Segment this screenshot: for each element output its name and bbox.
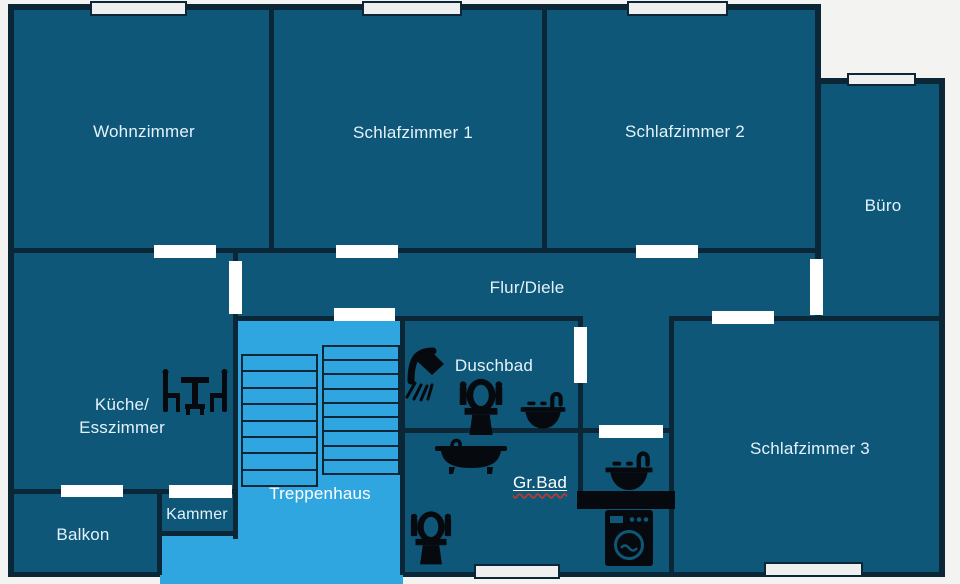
stair-step: [243, 386, 316, 403]
stair-step: [243, 468, 316, 485]
room-label-schlafzimmer2: Schlafzimmer 2: [625, 122, 745, 141]
stair-step: [324, 387, 398, 402]
window-marker-buero: [847, 73, 916, 86]
wall: [160, 531, 238, 536]
door-marker-schlafzimmer3: [712, 311, 774, 324]
sink-icon: [601, 447, 657, 492]
stair-step: [243, 419, 316, 436]
window-marker-wohnzimmer: [90, 1, 187, 16]
wall: [8, 248, 818, 253]
wall: [8, 572, 160, 577]
window-marker-schlafzimmer3: [764, 562, 863, 577]
floor-area-buero-wing: [818, 80, 943, 575]
room-label-kueche-line2: Esszimmer: [79, 418, 165, 437]
stair-flight-left: [241, 354, 318, 487]
room-label-grbad-text: Gr.Bad: [512, 473, 568, 492]
room-label-schlafzimmer3: Schlafzimmer 3: [750, 439, 870, 458]
room-label-kammer: Kammer: [166, 506, 228, 523]
toilet-icon: [458, 377, 504, 435]
sink-icon: [517, 386, 569, 432]
stair-step: [243, 356, 316, 370]
door-marker-schlafzimmer2: [636, 245, 698, 258]
door-marker-wohnzimmer-kueche: [154, 245, 216, 258]
wall: [8, 4, 14, 577]
window-marker-grbad: [474, 564, 560, 579]
shower-icon: [401, 341, 451, 403]
wall: [669, 316, 674, 577]
window-marker-schlafzimmer1: [362, 1, 462, 16]
wall: [578, 316, 583, 508]
room-label-wohnzimmer: Wohnzimmer: [93, 122, 195, 141]
floor-area-main: [8, 6, 818, 575]
stair-step: [324, 444, 398, 459]
stair-step: [243, 403, 316, 419]
door-marker-balkon: [61, 485, 123, 497]
room-label-treppenhaus: Treppenhaus: [269, 484, 371, 503]
stair-step: [243, 370, 316, 386]
wall: [403, 572, 945, 577]
wall: [669, 316, 943, 321]
room-label-duschbad: Duschbad: [454, 356, 534, 375]
door-marker-buero: [810, 259, 823, 315]
stair-step: [324, 347, 398, 359]
room-label-buero: Büro: [864, 196, 902, 215]
vanity-counter: [577, 491, 675, 509]
stair-step: [243, 452, 316, 468]
stair-step: [324, 458, 398, 473]
door-marker-treppenhaus: [334, 308, 395, 321]
stair-step: [324, 401, 398, 416]
wall: [8, 489, 238, 494]
stair-step: [324, 373, 398, 387]
stair-step: [324, 430, 398, 444]
door-marker-duschbad: [574, 327, 587, 383]
spellcheck-underline: Gr.Bad: [513, 473, 567, 492]
wall: [269, 6, 274, 252]
window-marker-schlafzimmer2: [627, 1, 728, 16]
wall: [400, 316, 405, 575]
stair-step: [324, 416, 398, 430]
stair-step: [243, 435, 316, 452]
wall: [815, 4, 821, 320]
room-label-grbad: Gr.Bad: [513, 473, 567, 493]
room-label-kueche-esszimmer: Küche/ Esszimmer: [79, 393, 165, 439]
wall: [237, 316, 581, 321]
room-label-balkon: Balkon: [56, 525, 110, 544]
washing-machine-icon: [604, 509, 654, 567]
door-marker-grbad: [599, 425, 663, 438]
bathtub-icon: [434, 437, 508, 475]
treppenhaus-area-extension: [160, 534, 237, 584]
door-marker-schlafzimmer1: [336, 245, 398, 258]
wall: [233, 250, 238, 539]
treppenhaus-area: [237, 318, 403, 584]
dining-table-icon: [155, 363, 235, 421]
toilet-icon: [410, 506, 452, 568]
wall: [542, 6, 547, 252]
door-marker-kammer: [169, 485, 232, 498]
wall: [157, 489, 162, 575]
wall: [939, 78, 945, 577]
room-label-kueche-line1: Küche/: [94, 395, 150, 414]
stair-flight-right: [322, 345, 400, 475]
door-marker-kueche: [229, 261, 242, 314]
room-label-flur-diele: Flur/Diele: [489, 278, 565, 297]
wall: [403, 428, 674, 433]
stair-step: [324, 359, 398, 373]
room-label-schlafzimmer1: Schlafzimmer 1: [353, 123, 473, 142]
